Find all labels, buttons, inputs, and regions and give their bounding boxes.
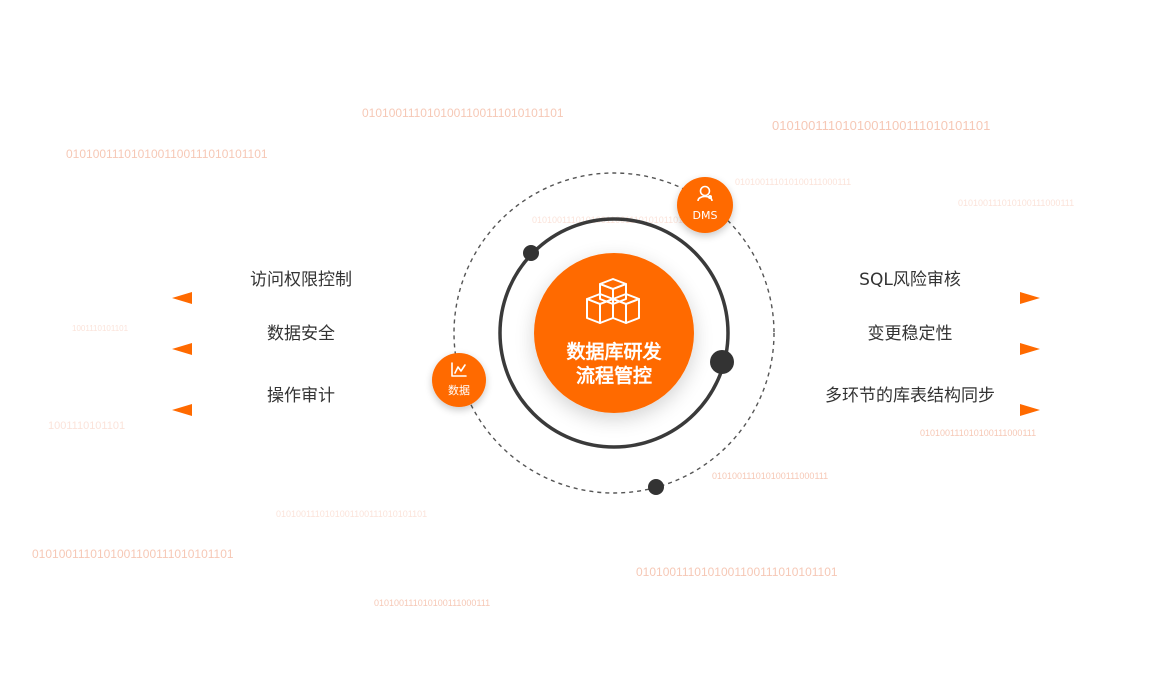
orbit-dot (710, 350, 734, 374)
center-title-line1: 数据库研发 (566, 340, 662, 363)
feature-schema-sync: 多环节的库表结构同步 (825, 386, 995, 406)
binary-text: 0101001110101001100111010101101 (276, 509, 428, 519)
binary-text: 1001110101101 (48, 420, 126, 432)
orbit-dot (523, 245, 539, 261)
data-badge (432, 353, 486, 407)
binary-text: 010100111010100111000111 (958, 198, 1075, 208)
binary-text: 010100111010100111000111 (712, 471, 829, 481)
inner-ring (498, 217, 730, 449)
binary-text: 0101001110101001100111010101101 (66, 147, 268, 161)
user-shield-icon (697, 185, 713, 202)
feature-sql-risk-review: SQL风险审核 (859, 270, 961, 290)
binary-text: 0101001110101001100111010101101 (32, 547, 234, 561)
binary-text: 0101001110101001100111010101101 (636, 565, 838, 579)
dms-badge-label: DMS (693, 209, 718, 222)
line-chart-icon (451, 362, 467, 377)
feature-access-control: 访问权限控制 (250, 270, 352, 290)
binary-text: 0101001110101001100111010101101 (772, 118, 991, 133)
binary-text: 010100111010100111000111 (374, 598, 491, 608)
dms-badge (677, 177, 733, 233)
feature-operation-audit: 操作审计 (267, 386, 335, 406)
feature-change-stability: 变更稳定性 (867, 324, 953, 344)
outer-dashed-ring (453, 172, 775, 494)
data-badge-label: 数据 (448, 383, 470, 397)
orbit-dot (648, 479, 664, 495)
left-arrows (172, 292, 408, 416)
binary-text: 010100111010100111000111 (735, 177, 852, 187)
center-title-line2: 流程管控 (576, 364, 652, 387)
right-arrows (803, 292, 1040, 416)
center-core (534, 253, 694, 413)
binary-text: 010100111010100111000111 (920, 428, 1037, 438)
binary-text: 0101001110101001100111010101101 (362, 106, 564, 120)
binary-text: 1001110101101 (72, 324, 129, 333)
feature-data-security: 数据安全 (267, 324, 335, 344)
boxes-icon (586, 278, 640, 324)
